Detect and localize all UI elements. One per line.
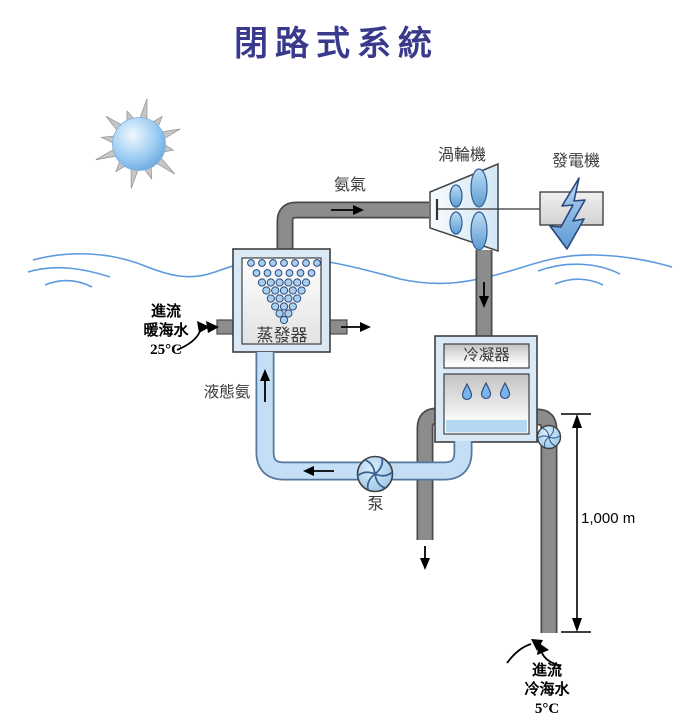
- condenser-box: [434, 335, 538, 443]
- condenser-label: 冷凝器: [463, 347, 510, 364]
- generator-box: [539, 177, 604, 250]
- warm-seawater-line1: 進流: [150, 304, 181, 320]
- cold-seawater-line1: 進流: [531, 663, 562, 679]
- warm-seawater-label: 進流 暖海水 25°C: [128, 303, 204, 360]
- turbine-shape: [429, 162, 541, 253]
- depth-label: 1,000 m: [581, 510, 636, 527]
- cold-seawater-inlet-arrow-2: [541, 652, 562, 667]
- condenser-droplets: [461, 381, 511, 401]
- sea-surface-waves: [27, 253, 673, 288]
- cold-seawater-line2: 冷海水: [524, 682, 570, 698]
- cold-seawater-inlet-arrow-1: [506, 643, 532, 664]
- flow-arrows: [176, 205, 562, 667]
- condenser-liquid-level: [446, 420, 527, 433]
- cold-seawater-line3: 5°C: [534, 701, 560, 717]
- warm-seawater-line3: 25°C: [150, 342, 182, 358]
- depth-dimension-line: [561, 413, 591, 633]
- ammonia-gas-pipe: [276, 201, 429, 252]
- condenser-pump-icon: [536, 424, 562, 450]
- evaporator-box: [216, 248, 348, 353]
- lightning-bolt-icon: [549, 177, 586, 250]
- turbine-blades: [449, 168, 488, 251]
- warm-seawater-line2: 暖海水: [143, 323, 189, 339]
- generator-label: 發電機: [551, 153, 600, 170]
- liquid-ammonia-label: 液態氨: [203, 384, 251, 401]
- ammonia-gas-label: 氨氣: [333, 177, 366, 194]
- pump-label: 泵: [367, 496, 384, 513]
- turbine-label: 渦輪機: [437, 147, 486, 164]
- pump-icon: [356, 455, 394, 493]
- sun-icon: [95, 98, 181, 189]
- page-title: 閉路式系統: [234, 26, 439, 63]
- cold-seawater-label: 進流 冷海水 5°C: [509, 662, 585, 719]
- cold-water-inlet-pipe: [534, 408, 558, 633]
- evaporator-label: 蒸發器: [256, 326, 308, 345]
- evaporator-spray-droplets: [247, 259, 321, 325]
